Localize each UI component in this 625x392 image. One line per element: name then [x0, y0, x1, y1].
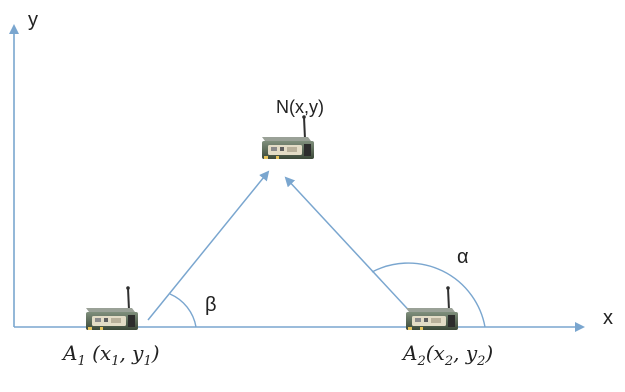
alpha-arc — [371, 262, 486, 328]
vector-a2-to-n — [284, 176, 417, 319]
wireless-sensor-board-icon — [85, 285, 139, 331]
alpha-label: α — [457, 246, 469, 268]
vector-a1-to-n — [147, 170, 270, 321]
anchor1-label: A1 (x1, y1) — [61, 341, 160, 369]
x-axis-label: x — [603, 307, 613, 329]
beta-label: β — [205, 294, 217, 316]
anchor1-node: A1 (x1, y1) — [61, 285, 160, 369]
anchor2-label: A2(x2, y2) — [401, 341, 493, 369]
unknown-node-label: N(x,y) — [276, 97, 324, 117]
wireless-sensor-board-icon — [261, 114, 315, 160]
beta-arc — [169, 293, 197, 328]
y-axis-label: y — [28, 9, 38, 31]
unknown-node: N(x,y) — [261, 97, 324, 160]
anchor2-node: A2(x2, y2) — [401, 285, 493, 369]
wireless-sensor-board-icon — [405, 285, 459, 331]
